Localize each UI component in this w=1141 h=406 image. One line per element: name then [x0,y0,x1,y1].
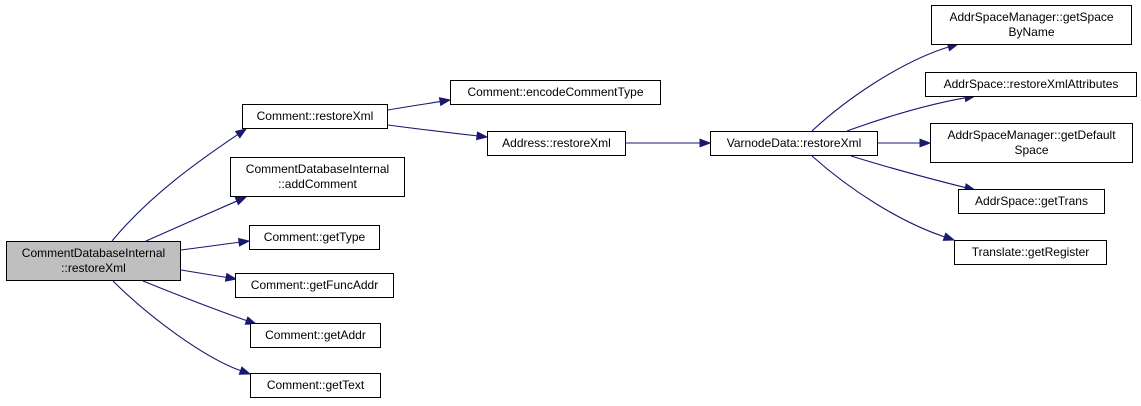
node-c-restorexml[interactable]: Comment::restoreXml [242,104,388,129]
edge-root-to-c_gettype [180,237,251,251]
arrowhead-icon [919,138,932,148]
node-label: Comment::getAddr [265,328,366,342]
node-box [250,323,381,348]
edge-line [180,269,227,278]
edge-line [142,280,247,322]
edge-root-to-c_getfuncaddr [180,269,238,282]
node-box [958,189,1105,214]
node-label: Comment::getText [267,378,365,392]
node-box [250,373,381,398]
edge-addr_restorexml-to-vn_restorexml [625,138,712,148]
node-label: AddrSpace::restoreXmlAttributes [944,77,1119,91]
edge-line [180,241,240,251]
node-box [230,157,405,197]
node-label: Translate::getRegister [972,245,1090,259]
node-label: AddrSpaceManager::getSpace [949,10,1113,24]
node-box [242,104,388,129]
edge-c_restorexml-to-addr_restorexml [387,124,489,141]
node-c-encodecommenttype[interactable]: Comment::encodeCommentType [450,80,661,105]
edge-root-to-c_restorexml [111,128,248,242]
edge-line [387,124,478,137]
node-c-gettext[interactable]: Comment::getText [250,373,381,398]
node-label: Comment::getType [264,230,366,244]
node-label: AddrSpaceManager::getDefault [947,128,1116,142]
node-vn-restorexml[interactable]: VarnodeData::restoreXml [710,131,878,156]
node-label: ByName [1008,25,1054,39]
arrowhead-icon [476,131,489,141]
edge-line [811,155,945,238]
edge-line [111,134,239,242]
node-as-restorexmlattributes[interactable]: AddrSpace::restoreXmlAttributes [925,72,1137,97]
node-box [249,225,380,250]
edge-root-to-c_gettext [112,280,252,375]
node-label: ::addComment [278,177,357,191]
node-label: VarnodeData::restoreXml [727,136,862,150]
arrowhead-icon [699,138,712,148]
arrowhead-icon [942,232,956,241]
node-label: Address::restoreXml [502,136,611,150]
node-box [235,273,394,298]
arrowhead-icon [224,272,238,282]
node-tr-getregister[interactable]: Translate::getRegister [954,240,1107,265]
node-root[interactable]: CommentDatabaseInternal::restoreXml [6,241,181,281]
arrowhead-icon [234,128,248,139]
edge-vn_restorexml-to-tr_getregister [811,155,956,241]
edge-line [846,97,966,132]
node-as-gettrans[interactable]: AddrSpace::getTrans [958,189,1105,214]
node-c-gettype[interactable]: Comment::getType [249,225,380,250]
node-label: CommentDatabaseInternal [246,162,389,176]
node-label: Comment::restoreXml [257,109,374,123]
arrowhead-icon [238,366,252,375]
node-box [450,80,661,105]
arrowhead-icon [238,237,251,247]
node-c-getaddr[interactable]: Comment::getAddr [250,323,381,348]
node-label: AddrSpace::getTrans [975,194,1088,208]
edge-root-to-cdi_addcomment [145,196,248,242]
edge-line [387,101,441,111]
node-box [710,131,878,156]
node-box [931,5,1132,45]
arrowhead-icon [234,196,248,206]
node-label: Comment::getFuncAddr [251,278,378,292]
edges-layer [111,42,977,375]
node-box [930,123,1133,163]
node-label: CommentDatabaseInternal [22,246,165,260]
node-c-getfuncaddr[interactable]: Comment::getFuncAddr [235,273,394,298]
node-label: ::restoreXml [61,261,126,275]
nodes-layer: CommentDatabaseInternal::restoreXmlComme… [6,5,1137,398]
arrowhead-icon [438,97,452,107]
node-box [954,240,1107,265]
node-box [925,72,1137,97]
edge-c_restorexml-to-c_encodecommenttype [387,97,452,111]
node-addr-restorexml[interactable]: Address::restoreXml [487,131,626,156]
node-box [487,131,626,156]
edge-line [112,280,241,372]
node-box [6,241,181,281]
edge-line [850,155,966,189]
node-label: Comment::encodeCommentType [467,85,643,99]
edge-vn_restorexml-to-asm_getdefaultspace [877,138,932,148]
node-label: Space [1014,143,1048,157]
node-cdi-addcomment[interactable]: CommentDatabaseInternal::addComment [230,157,405,197]
edge-line [811,46,949,132]
edge-line [145,200,238,242]
